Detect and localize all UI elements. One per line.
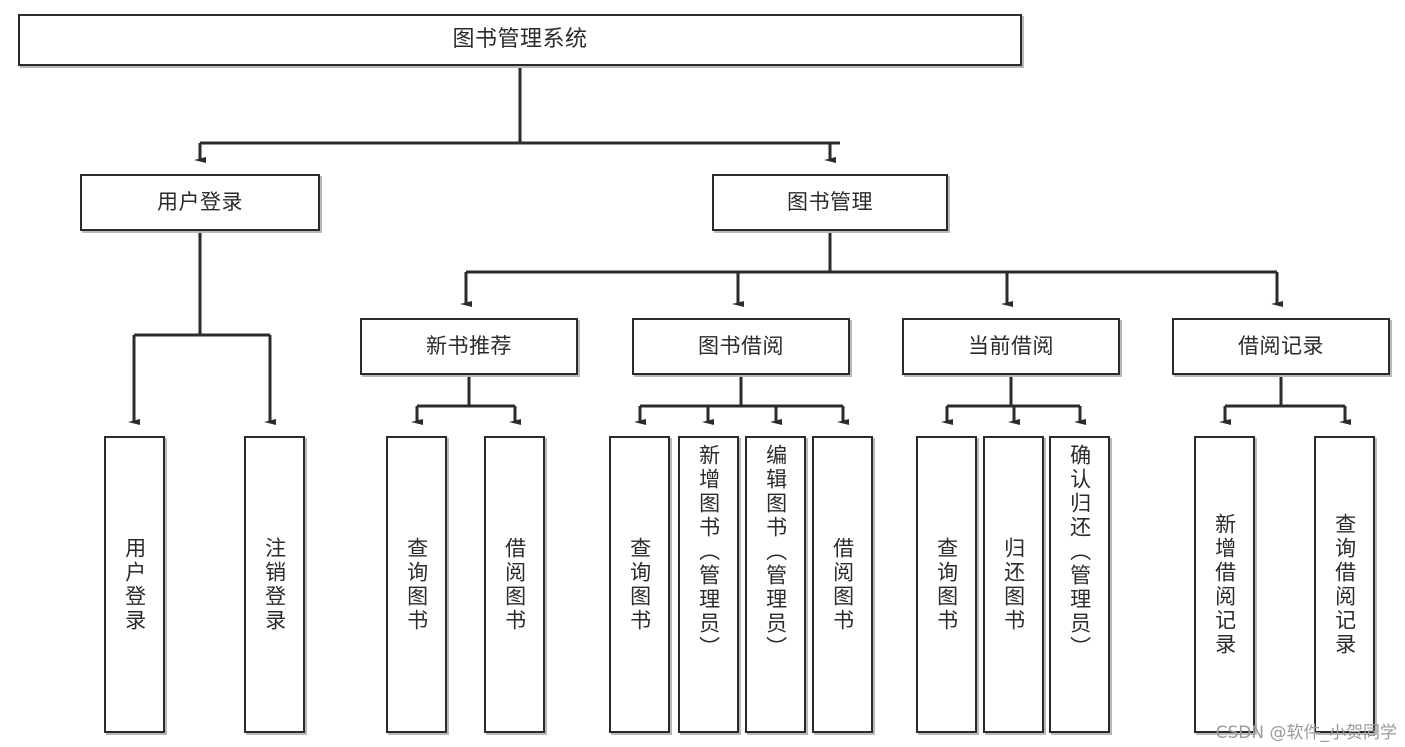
leaf-current-borrow-query-book-label: 查询图书 xyxy=(934,536,959,633)
leaf-book-borrow-borrow-book[interactable]: 借阅图书 xyxy=(812,436,873,733)
node-book-borrow-label: 图书借阅 xyxy=(698,334,784,359)
node-user-login-label: 用户登录 xyxy=(157,190,243,215)
leaf-current-borrow-query-book[interactable]: 查询图书 xyxy=(916,436,977,733)
node-root[interactable]: 图书管理系统 xyxy=(18,14,1022,66)
leaf-book-borrow-add-book[interactable]: 新增图书（管理员） xyxy=(678,436,739,733)
leaf-book-borrow-edit-book-label: 编辑图书（管理员） xyxy=(763,444,788,660)
leaf-new-book-query-book-label: 查询图书 xyxy=(404,536,429,633)
csdn-watermark: CSDN @软件_小贺同学 xyxy=(1215,723,1397,743)
leaf-current-borrow-confirm-return-label: 确认归还（管理员） xyxy=(1067,444,1092,660)
leaf-current-borrow-confirm-return[interactable]: 确认归还（管理员） xyxy=(1049,436,1110,733)
leaf-new-book-borrow-book[interactable]: 借阅图书 xyxy=(484,436,545,733)
leaf-borrow-record-query-record[interactable]: 查询借阅记录 xyxy=(1314,436,1375,733)
leaf-book-borrow-query-book-label: 查询图书 xyxy=(627,536,652,633)
leaf-new-book-query-book[interactable]: 查询图书 xyxy=(386,436,447,733)
node-book-management[interactable]: 图书管理 xyxy=(712,174,948,231)
node-new-book-recommend[interactable]: 新书推荐 xyxy=(360,318,578,375)
node-current-borrow-label: 当前借阅 xyxy=(968,334,1054,359)
leaf-new-book-borrow-book-label: 借阅图书 xyxy=(502,536,527,633)
leaf-borrow-record-add-record[interactable]: 新增借阅记录 xyxy=(1194,436,1255,733)
node-book-borrow[interactable]: 图书借阅 xyxy=(632,318,850,375)
leaf-borrow-record-query-record-label: 查询借阅记录 xyxy=(1332,512,1357,657)
leaf-book-borrow-edit-book[interactable]: 编辑图书（管理员） xyxy=(745,436,806,733)
leaf-current-borrow-return-book-label: 归还图书 xyxy=(1001,536,1026,633)
leaf-user-login-login[interactable]: 用户登录 xyxy=(104,436,165,733)
leaf-book-borrow-borrow-book-label: 借阅图书 xyxy=(830,536,855,633)
leaf-user-login-logout-label: 注销登录 xyxy=(262,536,287,633)
leaf-user-login-login-label: 用户登录 xyxy=(122,536,147,633)
leaf-book-borrow-add-book-label: 新增图书（管理员） xyxy=(696,444,721,660)
leaf-user-login-logout[interactable]: 注销登录 xyxy=(244,436,305,733)
leaf-book-borrow-query-book[interactable]: 查询图书 xyxy=(609,436,670,733)
leaf-borrow-record-add-record-label: 新增借阅记录 xyxy=(1212,512,1237,657)
node-new-book-recommend-label: 新书推荐 xyxy=(426,334,512,359)
node-borrow-record-label: 借阅记录 xyxy=(1238,334,1324,359)
node-borrow-record[interactable]: 借阅记录 xyxy=(1172,318,1390,375)
node-user-login[interactable]: 用户登录 xyxy=(80,174,320,231)
leaf-current-borrow-return-book[interactable]: 归还图书 xyxy=(983,436,1044,733)
node-book-management-label: 图书管理 xyxy=(787,190,873,215)
node-current-borrow[interactable]: 当前借阅 xyxy=(902,318,1120,375)
node-root-label: 图书管理系统 xyxy=(452,27,588,53)
